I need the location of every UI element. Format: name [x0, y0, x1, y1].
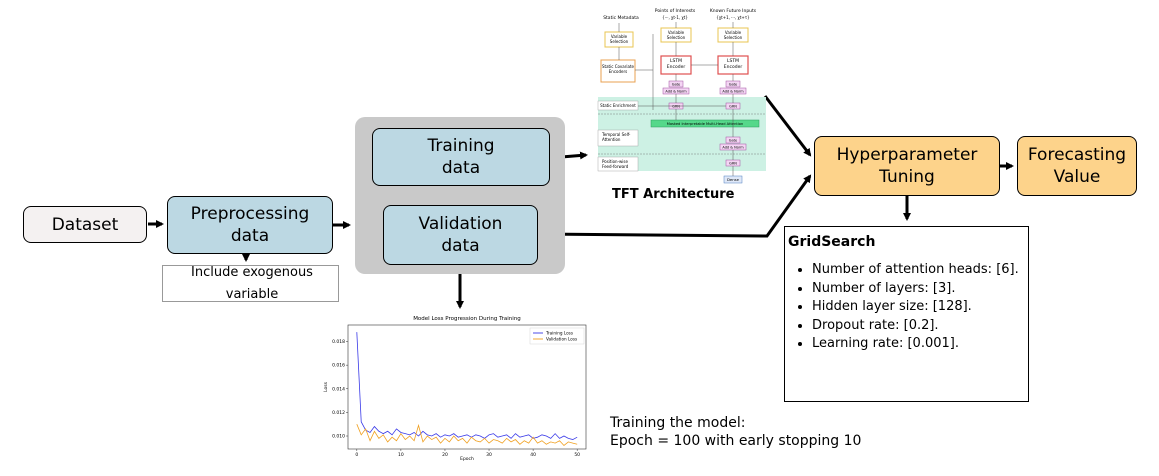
chart-x-tick-label: 30: [486, 452, 492, 458]
chart-x-tick-label: 50: [574, 452, 580, 458]
tft-dense: Dense: [727, 177, 740, 182]
arrow-validation-hyper: [537, 174, 812, 238]
dataset-label: Dataset: [51, 214, 119, 235]
dataset-node: Dataset: [23, 206, 147, 243]
exogenous-label: Include exogenous variable: [191, 264, 313, 302]
tft-var-sel-1: Variable Selection: [609, 34, 629, 44]
chart-plot-area: [347, 324, 587, 450]
tft-gate-1: Gate: [672, 83, 680, 87]
chart-legend-label: Training Loss: [545, 331, 573, 336]
tft-future-symbol: {χt+1, ···, χt+τ}: [716, 15, 750, 20]
chart-x-tick-label: 10: [398, 452, 404, 458]
forecasting-value-node: Forecasting Value: [1017, 136, 1137, 196]
chart-y-tick-label: 0.018: [332, 339, 345, 345]
tft-gate-3: Gate: [729, 139, 737, 143]
chart-legend-label: Validation Loss: [546, 337, 577, 342]
chart-title: Model Loss Progression During Training: [413, 316, 521, 322]
chart-legend: [529, 327, 585, 345]
tft-addnorm-3: Add & Norm: [722, 146, 744, 150]
tft-var-sel-3: Variable Selection: [723, 30, 743, 40]
hyperparameter-tuning-label: Hyperparameter Tuning: [836, 145, 978, 187]
preprocessing-label: Preprocessing data: [190, 204, 310, 246]
tft-static-enrich: Static Enrichment: [600, 103, 636, 108]
tft-grn-3: GRN: [729, 162, 737, 166]
chart-y-tick-label: 0.012: [332, 410, 345, 416]
gridsearch-item: Dropout rate: [0.2].: [812, 317, 1019, 336]
tft-addnorm-2: Add & Norm: [722, 90, 744, 94]
gridsearch-item: Number of attention heads: [6].: [812, 261, 1019, 280]
tft-var-sel-2: Variable Selection: [666, 30, 686, 40]
tft-position: Position-wise Feed-forward: [602, 159, 629, 169]
gridsearch-panel: GridSearch Number of attention heads: [6…: [784, 226, 1029, 402]
chart-series-validation: [356, 423, 578, 447]
tft-gate-2: Gate: [729, 83, 737, 87]
chart-x-tick-label: 0: [355, 452, 358, 458]
tft-architecture-diagram: Static Metadata Points of Interests {···…: [597, 8, 766, 184]
training-data-node: Training data: [372, 128, 550, 186]
tft-addnorm-1: Add & Norm: [665, 90, 687, 94]
training-note-line1: Training the model:: [610, 415, 746, 431]
tft-future-inputs: Known Future Inputs: [710, 8, 757, 14]
hyperparameter-tuning-node: Hyperparameter Tuning: [814, 136, 1000, 196]
gridsearch-list: Number of attention heads: [6]. Number o…: [785, 261, 1019, 354]
chart-series-training: [356, 332, 578, 440]
tft-grn-2: GRN: [729, 105, 737, 109]
preprocessing-node: Preprocessing data: [167, 196, 333, 254]
tft-caption: TFT Architecture: [612, 187, 735, 202]
training-note-line2: Epoch = 100 with early stopping 10: [610, 433, 862, 449]
validation-data-label: Validation data: [418, 214, 503, 256]
tft-temporal: Temporal Self-Attention: [602, 132, 631, 142]
tft-static-cov: Static Covariate Encoders: [601, 64, 634, 74]
chart-x-tick-label: 20: [442, 452, 448, 458]
gridsearch-item: Hidden layer size: [128].: [812, 298, 1019, 317]
gridsearch-item: Learning rate: [0.001].: [812, 335, 1019, 354]
training-note: Training the model: Epoch = 100 with ear…: [610, 414, 861, 450]
chart-y-tick-label: 0.016: [332, 363, 345, 369]
exogenous-note: Include exogenous variable: [162, 265, 339, 302]
chart-xlabel: Epoch: [460, 456, 474, 462]
validation-data-node: Validation data: [383, 205, 538, 265]
tft-past-inputs: Points of Interests: [655, 8, 696, 14]
forecasting-value-label: Forecasting Value: [1027, 145, 1127, 187]
tft-grn-1: GRN: [672, 105, 680, 109]
loss-chart: Model Loss Progression During TrainingEp…: [323, 316, 587, 462]
tft-lstm-dec: LSTM Encoder: [723, 59, 743, 70]
chart-x-tick-label: 40: [530, 452, 536, 458]
tft-attention: Masked Interpretable Multi-Head Attentio…: [667, 122, 744, 126]
tft-past-symbol: {···, χt-1, χt}: [662, 15, 688, 20]
chart-y-tick-label: 0.014: [332, 386, 345, 392]
chart-y-tick-label: 0.010: [332, 434, 345, 440]
tft-static-cov-box: [600, 59, 636, 83]
training-data-label: Training data: [427, 136, 495, 178]
gridsearch-title: GridSearch: [788, 234, 876, 250]
tft-lstm-enc: LSTM Encoder: [666, 59, 686, 70]
tft-static-metadata: Static Metadata: [603, 15, 639, 21]
gridsearch-item: Number of layers: [3].: [812, 280, 1019, 299]
arrow-tft-hyper: [763, 95, 812, 157]
chart-ylabel: Loss: [323, 381, 329, 392]
